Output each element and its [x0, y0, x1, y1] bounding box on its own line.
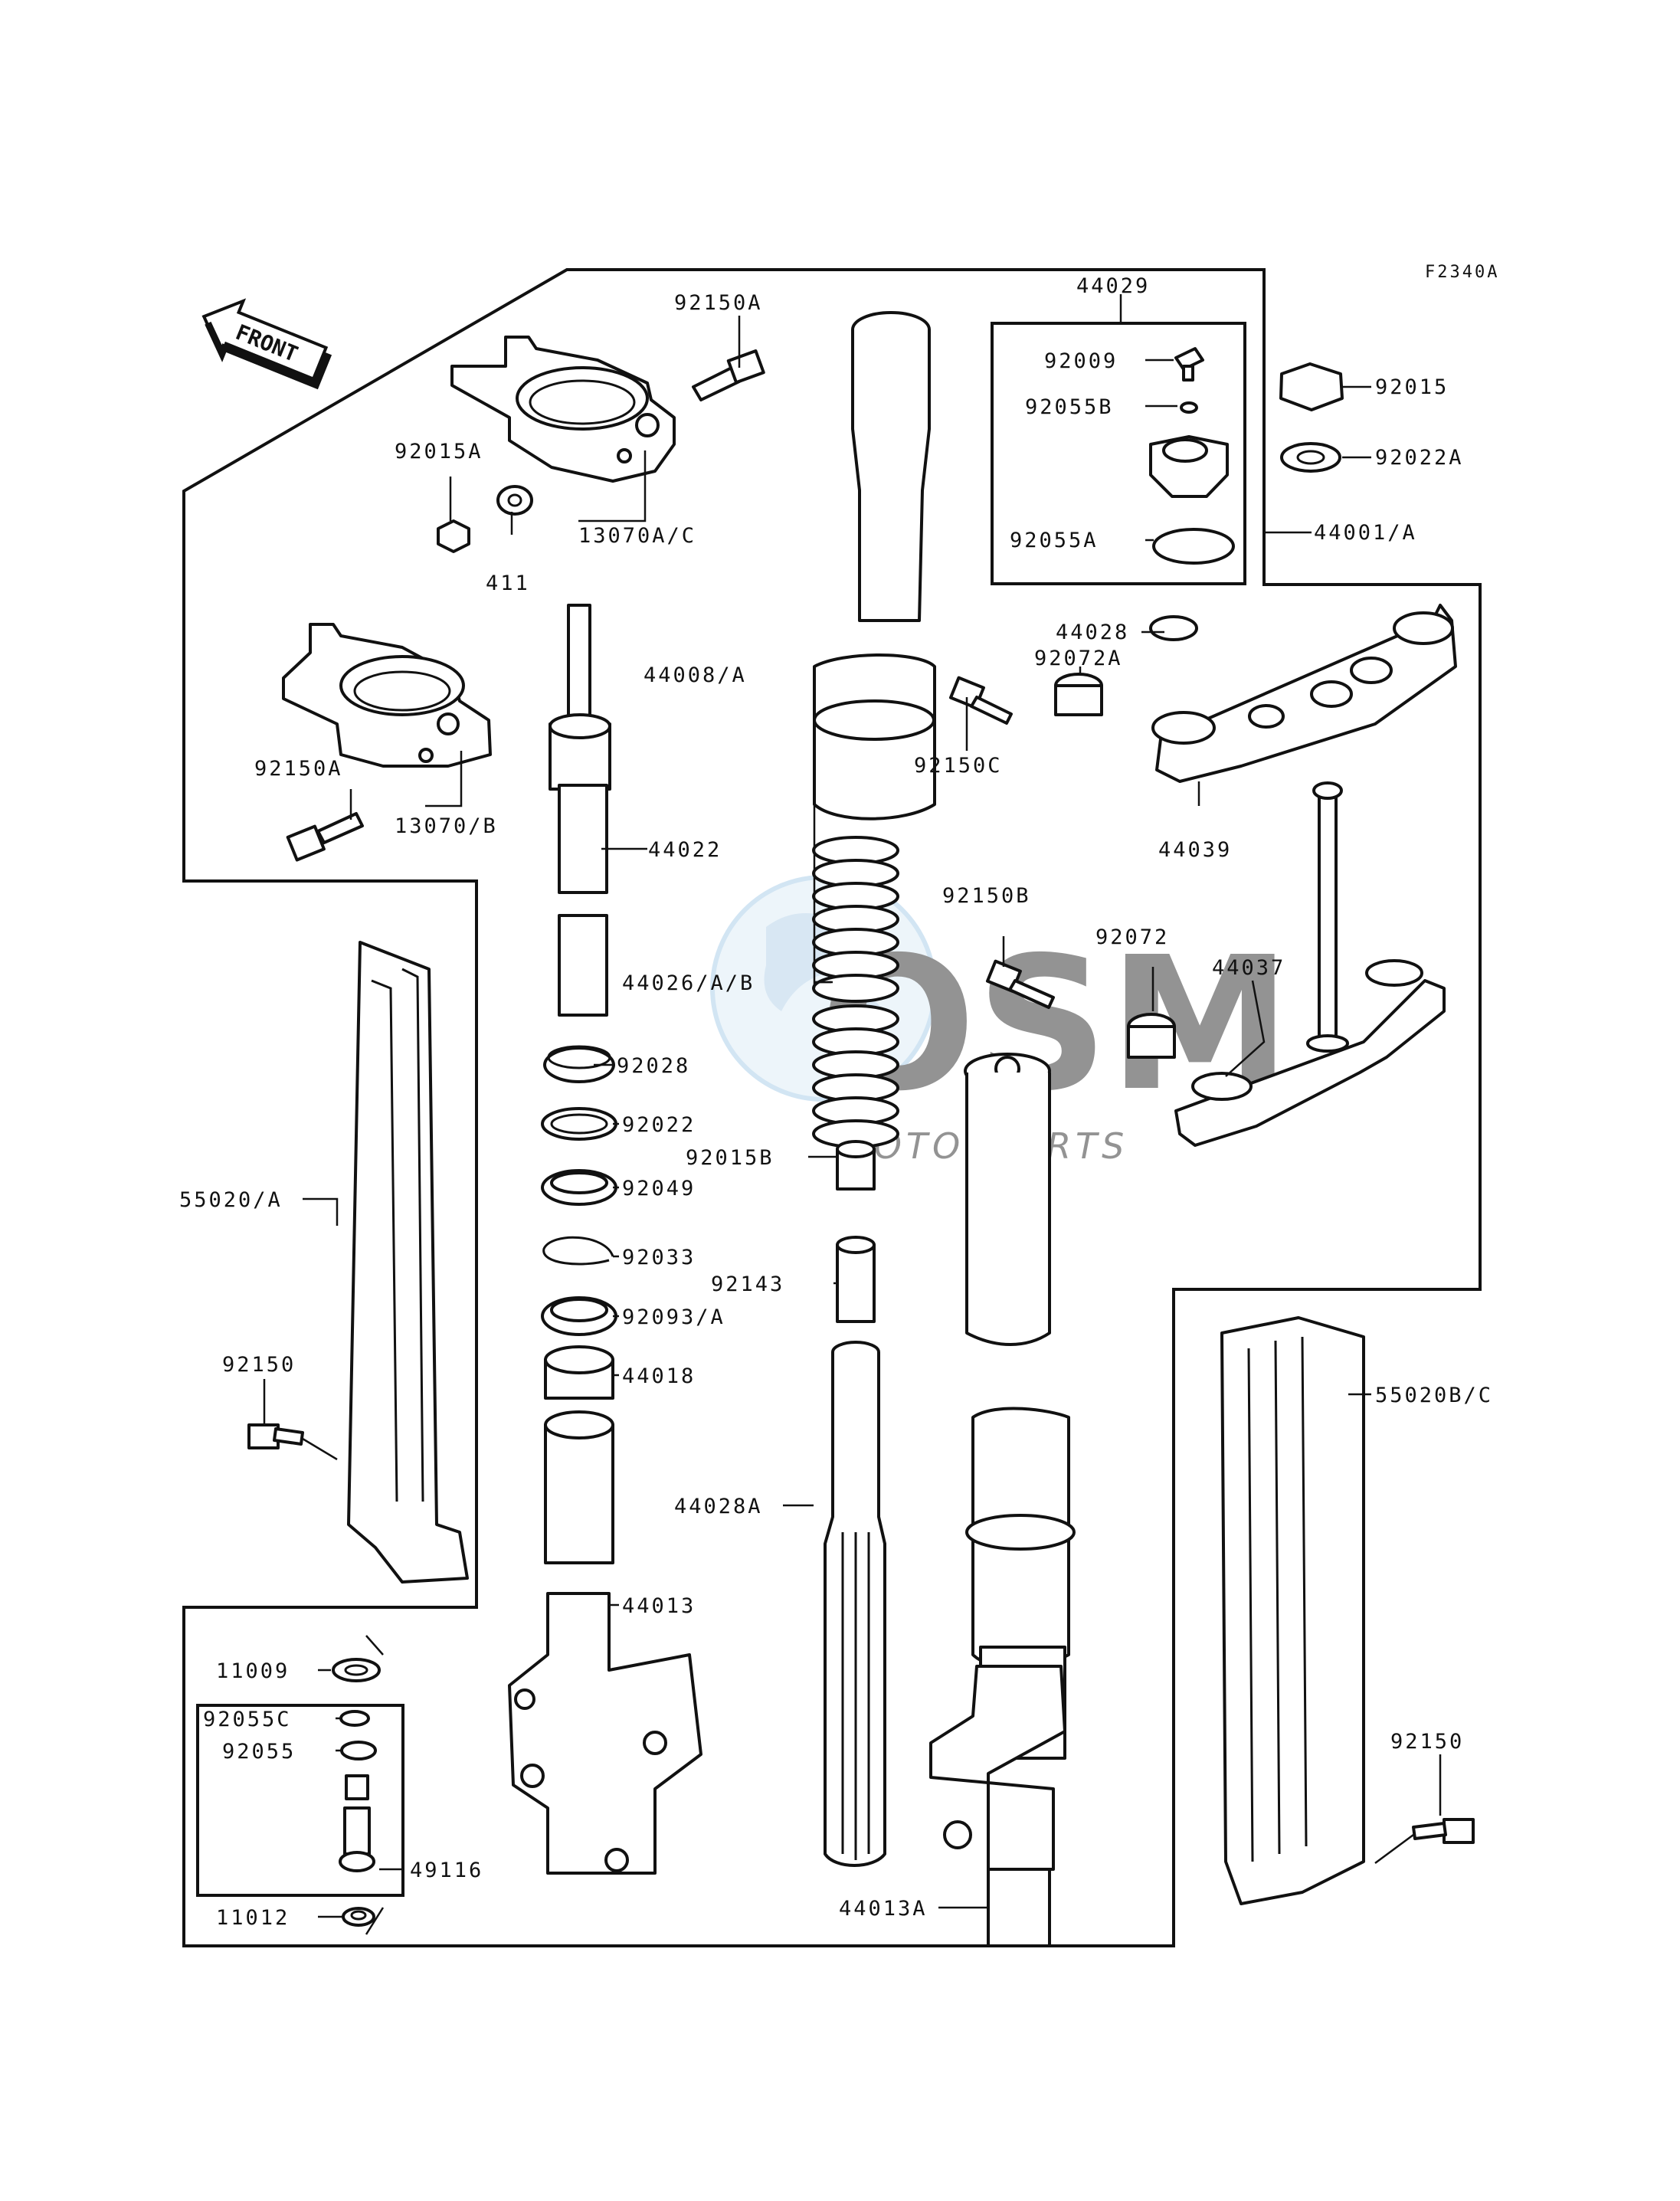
lower-clamp-part	[282, 623, 492, 768]
callout-92072: 92072	[1095, 925, 1169, 949]
steering-stem-44037	[1174, 781, 1446, 1147]
callout-92022a: 92022A	[1375, 446, 1464, 470]
seal-92049	[541, 1169, 617, 1206]
callout-44013: 44013	[622, 1594, 696, 1618]
callout-13070ac: 13070A/C	[578, 524, 696, 548]
callout-55020a: 55020/A	[179, 1188, 283, 1212]
callout-11012: 11012	[216, 1906, 290, 1930]
callout-44026ab: 44026/A/B	[622, 971, 755, 995]
bolt-92150-left	[247, 1423, 304, 1449]
callout-92055c: 92055C	[203, 1708, 292, 1731]
clip-92033	[542, 1236, 614, 1266]
fork-tube-44008a	[813, 311, 936, 820]
callout-44018: 44018	[622, 1364, 696, 1388]
callout-92150a-top: 92150A	[674, 291, 763, 315]
front-arrow-icon: FRONT	[201, 298, 332, 390]
collar-92143	[836, 1236, 876, 1323]
washer-11009	[332, 1658, 381, 1682]
group-frame	[182, 268, 1482, 1947]
callout-44008a: 44008/A	[644, 663, 747, 687]
fork-guard-55020bc	[1220, 1316, 1365, 1905]
callout-13070b: 13070/B	[395, 814, 498, 838]
seal-92093a	[541, 1296, 617, 1336]
seal-44028	[1149, 615, 1198, 641]
callout-11009: 11009	[216, 1659, 290, 1683]
callout-55020bc: 55020B/C	[1375, 1384, 1493, 1407]
callout-92055: 92055	[222, 1740, 296, 1764]
callout-92150-right: 92150	[1390, 1730, 1464, 1754]
upper-clamp-part	[450, 336, 676, 483]
callout-44028a: 44028A	[674, 1495, 763, 1518]
bolt-92150b	[985, 959, 1055, 1009]
diagram-code: F2340A	[1425, 263, 1499, 282]
callout-92150-left: 92150	[222, 1353, 296, 1377]
washer-411	[496, 485, 533, 516]
inner-tube-44022	[549, 604, 611, 1017]
callout-44029: 44029	[1076, 274, 1150, 298]
bolt-92150c	[948, 676, 1013, 725]
nut-92015a	[437, 519, 470, 553]
damper-rod-44028a	[824, 1341, 886, 1867]
bolt-92150a-left	[286, 812, 364, 862]
spring-coil	[812, 974, 899, 1003]
callout-92150b: 92150B	[942, 884, 1031, 908]
fork-44013a	[929, 1053, 1076, 1947]
nut-92015b	[836, 1140, 876, 1191]
callout-92033: 92033	[622, 1246, 696, 1269]
clamp-92072	[1127, 1013, 1176, 1059]
bolt-92150a-top	[692, 349, 765, 401]
fork-cap-assembly-44029	[1149, 347, 1235, 565]
callout-92072a: 92072A	[1034, 647, 1123, 670]
callout-44022: 44022	[648, 838, 722, 862]
callout-44013a: 44013A	[839, 1897, 928, 1921]
callout-92009: 92009	[1044, 349, 1118, 373]
ring-92022	[541, 1107, 617, 1141]
callout-44037: 44037	[1212, 956, 1285, 980]
callout-92055b: 92055B	[1025, 395, 1114, 419]
bolt-92150-right	[1412, 1818, 1475, 1844]
callout-92055a: 92055A	[1010, 529, 1099, 552]
callout-92093a: 92093/A	[622, 1305, 725, 1329]
callout-411: 411	[486, 572, 530, 595]
oring-92055c	[339, 1710, 370, 1727]
valve-49116	[339, 1774, 375, 1872]
callout-92028: 92028	[617, 1054, 690, 1078]
washer-92022a	[1280, 442, 1341, 473]
spring-44026	[812, 836, 899, 1148]
ring-92028	[543, 1045, 615, 1083]
callout-49116: 49116	[410, 1859, 483, 1882]
callout-92015b: 92015B	[686, 1146, 775, 1170]
top-bracket-44039	[1151, 604, 1457, 783]
bushing-44018	[544, 1345, 614, 1400]
washer-11012	[342, 1907, 375, 1927]
callout-92049: 92049	[622, 1177, 696, 1200]
fork-guard-55020a	[347, 941, 469, 1584]
callout-92143: 92143	[711, 1272, 784, 1296]
cap-nut-92015	[1279, 362, 1344, 411]
leader-lines	[263, 294, 1442, 1935]
outer-tube-44013	[508, 1410, 702, 1875]
callout-92015a: 92015A	[395, 440, 483, 463]
callout-92150c: 92150C	[914, 754, 1003, 778]
callout-92015: 92015	[1375, 375, 1449, 399]
callout-labels: 92150A 92015A 411 13070A/C 92150A 13070/…	[179, 274, 1493, 1930]
callout-92150a-left: 92150A	[254, 757, 343, 781]
oring-92055	[340, 1741, 377, 1760]
clamp-92072a	[1054, 673, 1103, 716]
callout-44001a: 44001/A	[1314, 521, 1417, 545]
callout-92022: 92022	[622, 1113, 696, 1137]
callout-44039: 44039	[1158, 838, 1232, 862]
callout-44028: 44028	[1056, 621, 1129, 644]
